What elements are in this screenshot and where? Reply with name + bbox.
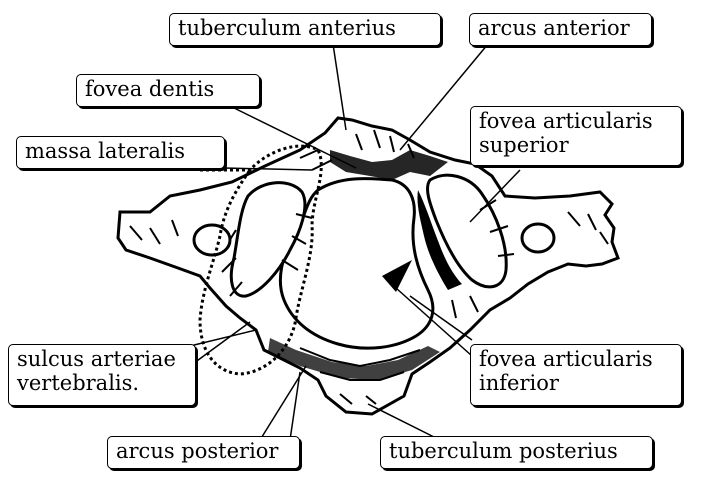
label-massa-lateralis: massa lateralis — [16, 136, 225, 169]
leader-fovea-articularis-inferior-b — [395, 287, 473, 357]
leader-tuberculum-anterius — [332, 43, 347, 131]
leader-massa-lateralis — [223, 167, 313, 171]
leader-fovea-dentis — [229, 105, 357, 169]
label-arcus-posterior-text: arcus posterior — [116, 439, 279, 463]
right-facet-shading — [417, 190, 462, 290]
label-tuberculum-posterius-text: tuberculum posterius — [389, 439, 618, 463]
posterior-arch-shading — [268, 338, 440, 380]
label-tuberculum-anterius: tuberculum anterius — [169, 13, 441, 46]
label-fovea-articularis-inferior: fovea articularis inferior — [470, 344, 682, 406]
label-massa-lateralis-text: massa lateralis — [25, 139, 186, 163]
label-arcus-posterior: arcus posterior — [107, 436, 300, 469]
label-fovea-articularis-inferior-line2: inferior — [479, 371, 559, 395]
leader-lines — [189, 43, 521, 441]
left-transverse-foramen — [192, 223, 232, 257]
label-arcus-anterior: arcus anterior — [469, 13, 652, 46]
label-sulcus-arteriae-line2: vertebralis. — [17, 371, 140, 395]
leader-sulcus-arteriae-a — [189, 329, 257, 347]
label-fovea-articularis-superior: fovea articularis superior — [470, 106, 682, 166]
label-fovea-articularis-superior-line1: fovea articularis — [479, 109, 653, 133]
right-facet-hatch — [451, 199, 515, 319]
label-fovea-articularis-superior-line2: superior — [479, 133, 569, 157]
leader-tuberculum-posterius-a — [367, 403, 441, 441]
label-fovea-dentis: fovea dentis — [76, 74, 260, 107]
label-fovea-articularis-inferior-line1: fovea articularis — [479, 347, 653, 371]
label-sulcus-arteriae-vertebralis: sulcus arteriae vertebralis. — [8, 344, 196, 406]
anterior-arch-shading — [330, 150, 448, 180]
right-superior-facet — [426, 173, 508, 289]
leader-fovea-articularis-superior — [469, 169, 521, 223]
label-arcus-anterior-text: arcus anterior — [478, 16, 630, 40]
leader-arcus-anterior — [399, 43, 489, 151]
right-transverse-foramen — [520, 222, 556, 254]
inferior-facet-arrowhead — [382, 260, 412, 292]
label-tuberculum-anterius-text: tuberculum anterius — [178, 16, 396, 40]
left-superior-facet — [229, 181, 307, 298]
leader-fovea-articularis-inferior-a — [409, 295, 473, 341]
massa-lateralis-outline — [198, 144, 323, 376]
label-sulcus-arteriae-line1: sulcus arteriae — [17, 347, 176, 371]
label-fovea-dentis-text: fovea dentis — [85, 77, 215, 101]
transverse-process-hatch — [129, 211, 609, 245]
leader-tuberculum-posterius-b — [289, 371, 301, 441]
leader-sulcus-arteriae-b — [189, 321, 251, 367]
label-tuberculum-posterius: tuberculum posterius — [380, 436, 653, 469]
